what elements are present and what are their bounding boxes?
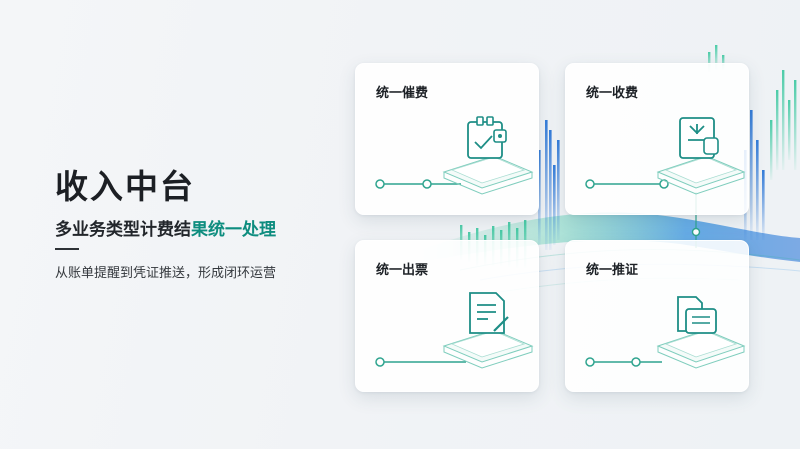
background-bar	[762, 170, 765, 240]
card-title: 统一推证	[586, 263, 639, 278]
background-bar	[782, 70, 785, 170]
background-bar	[549, 130, 552, 250]
card-unified-invoicing[interactable]: 统一出票	[355, 240, 539, 392]
background-bar	[770, 120, 773, 180]
hero-description: 从账单提醒到凭证推送，形成闭环运营	[55, 266, 277, 281]
background-bar	[715, 45, 718, 70]
card-title: 统一出票	[376, 263, 429, 278]
background-bar	[557, 140, 560, 240]
card-unified-dunning[interactable]: 统一催费	[355, 63, 539, 215]
card-unified-voucher-push[interactable]: 统一推证	[565, 240, 749, 392]
background-bar	[708, 52, 711, 72]
background-bar	[553, 165, 556, 245]
card-unified-collection[interactable]: 统一收费	[565, 63, 749, 215]
file-stack-icon	[585, 296, 746, 369]
invoice-card-icon	[375, 116, 534, 195]
download-cup-icon	[585, 117, 746, 195]
background-bar	[776, 90, 779, 170]
page-title: 收入中台	[55, 167, 195, 206]
background-bar	[794, 80, 797, 170]
background-bar	[750, 110, 753, 240]
document-signature-icon	[375, 292, 534, 369]
hero-divider	[55, 248, 79, 250]
card-title: 统一收费	[586, 86, 639, 101]
background-bar	[756, 140, 759, 240]
background-bar	[545, 120, 548, 250]
hero-subtitle: 多业务类型计费结果统一处理	[55, 215, 276, 240]
hero-subtitle-prefix: 多业务类型计费结	[55, 220, 191, 240]
background-bar	[538, 150, 541, 245]
background-bar	[722, 55, 725, 70]
background-bar	[788, 100, 791, 160]
card-title: 统一催费	[376, 86, 429, 101]
hero-subtitle-highlight: 果统一处理	[191, 220, 276, 240]
